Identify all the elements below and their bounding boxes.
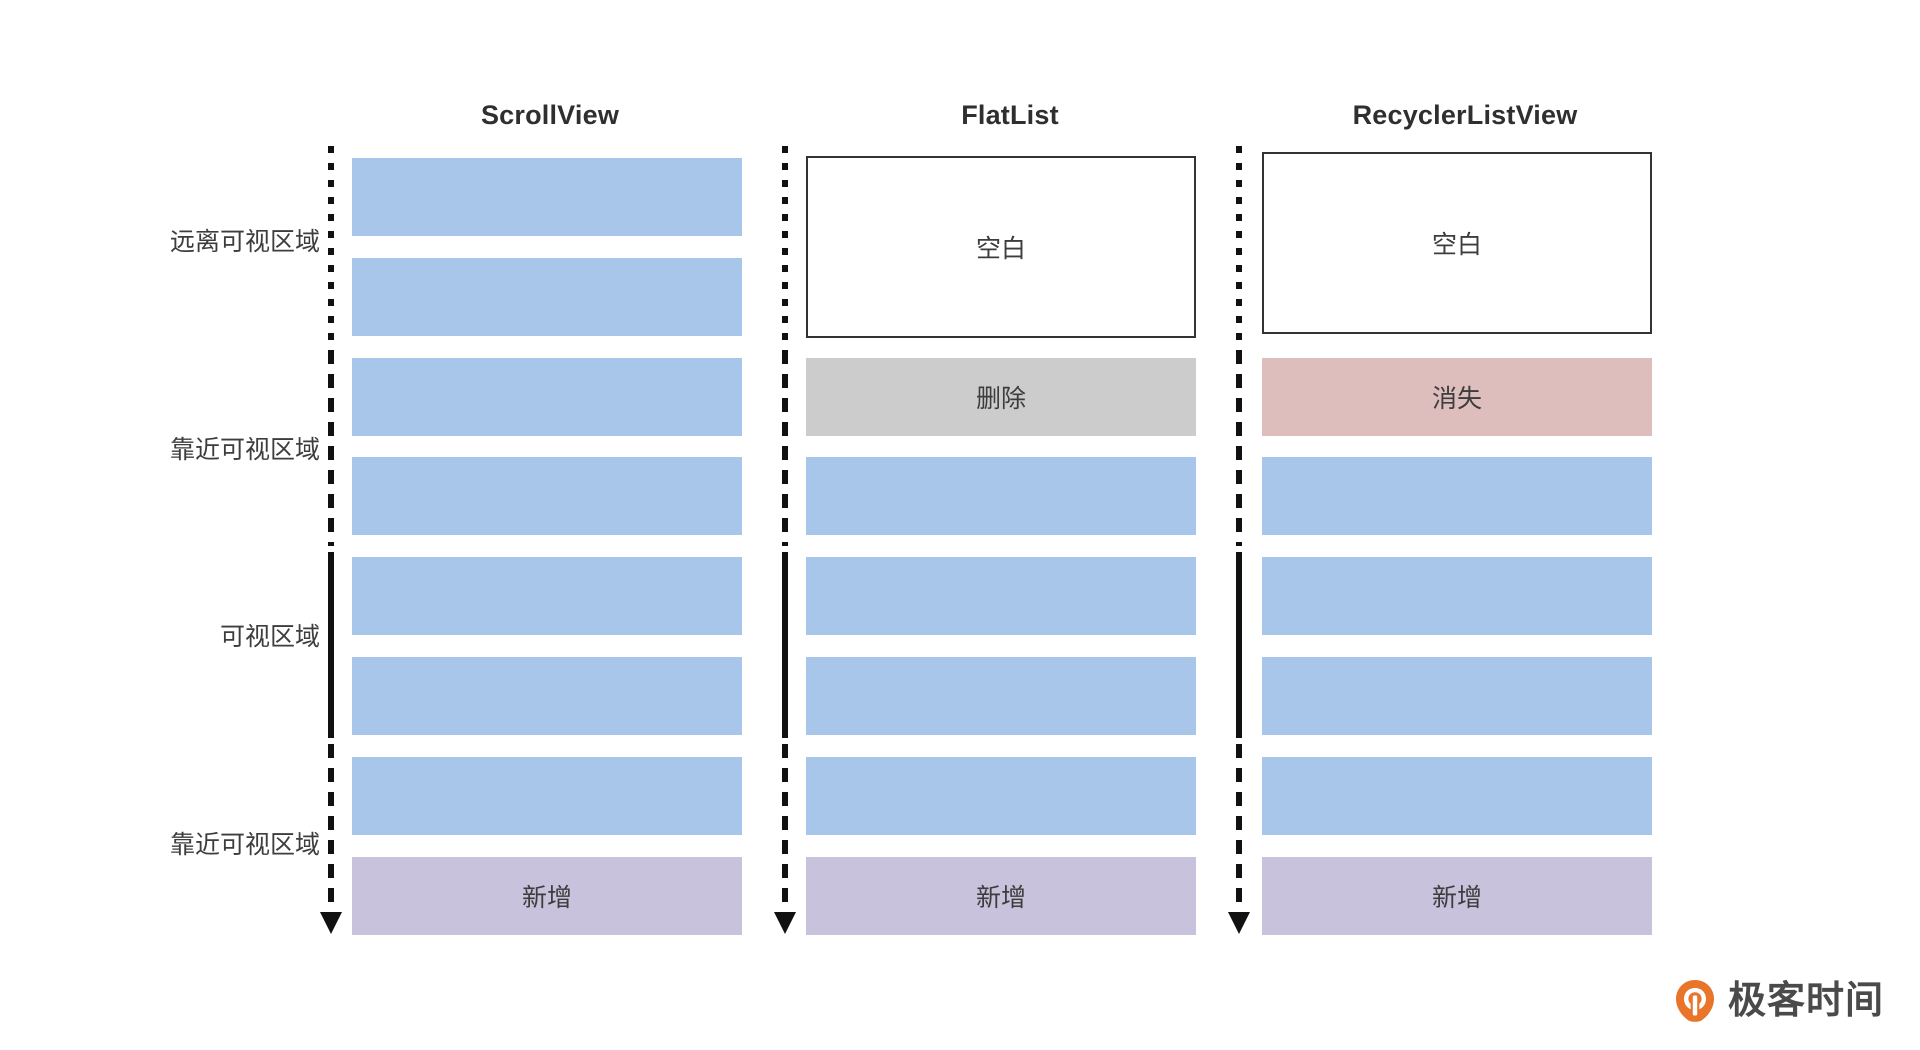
rail-segment-far [782, 146, 788, 344]
rail-arrow-icon [1228, 912, 1250, 934]
list-item [352, 757, 742, 835]
rail-segment-near-top [1236, 350, 1242, 546]
list-item [352, 457, 742, 535]
rail-segment-near-top [782, 350, 788, 546]
rail-segment-near-bottom [1236, 744, 1242, 914]
zone-label-far: 远离可视区域 [169, 228, 320, 256]
list-item [352, 557, 742, 635]
list-item [1262, 457, 1652, 535]
list-item [1262, 557, 1652, 635]
rail-arrow-icon [774, 912, 796, 934]
zone-label-near-top: 靠近可视区域 [169, 436, 320, 464]
list-item [806, 657, 1196, 735]
list-item-added: 新增 [806, 857, 1196, 935]
column-header-scrollview: ScrollView [480, 100, 620, 130]
zone-label-near-bottom: 靠近可视区域 [169, 831, 320, 859]
list-item [806, 457, 1196, 535]
column-header-flatlist: FlatList [961, 100, 1059, 130]
list-item [352, 158, 742, 236]
list-item [1262, 657, 1652, 735]
geektime-logo-icon [1672, 978, 1718, 1024]
rail-segment-visible [1236, 552, 1242, 738]
list-item-blank: 空白 [1262, 152, 1652, 334]
list-item-added: 新增 [1262, 857, 1652, 935]
list-item-removed: 删除 [806, 358, 1196, 436]
rail-segment-near-bottom [328, 744, 334, 914]
list-item [352, 258, 742, 336]
rail-segment-near-bottom [782, 744, 788, 914]
column-header-recyclerlistview: RecyclerListView [1352, 100, 1578, 130]
list-item-disappear: 消失 [1262, 358, 1652, 436]
list-item-added: 新增 [352, 857, 742, 935]
list-item-blank: 空白 [806, 156, 1196, 338]
rail-segment-far [328, 146, 334, 344]
rail-arrow-icon [320, 912, 342, 934]
list-item [1262, 757, 1652, 835]
zone-label-visible: 可视区域 [219, 623, 320, 651]
rail-segment-near-top [328, 350, 334, 546]
list-item [352, 358, 742, 436]
list-item [352, 657, 742, 735]
watermark-text: 极客时间 [1727, 980, 1884, 1022]
rail-segment-visible [782, 552, 788, 738]
list-item [806, 557, 1196, 635]
rail-segment-visible [328, 552, 334, 738]
list-item [806, 757, 1196, 835]
watermark: 极客时间 [1672, 978, 1884, 1024]
rail-segment-far [1236, 146, 1242, 344]
